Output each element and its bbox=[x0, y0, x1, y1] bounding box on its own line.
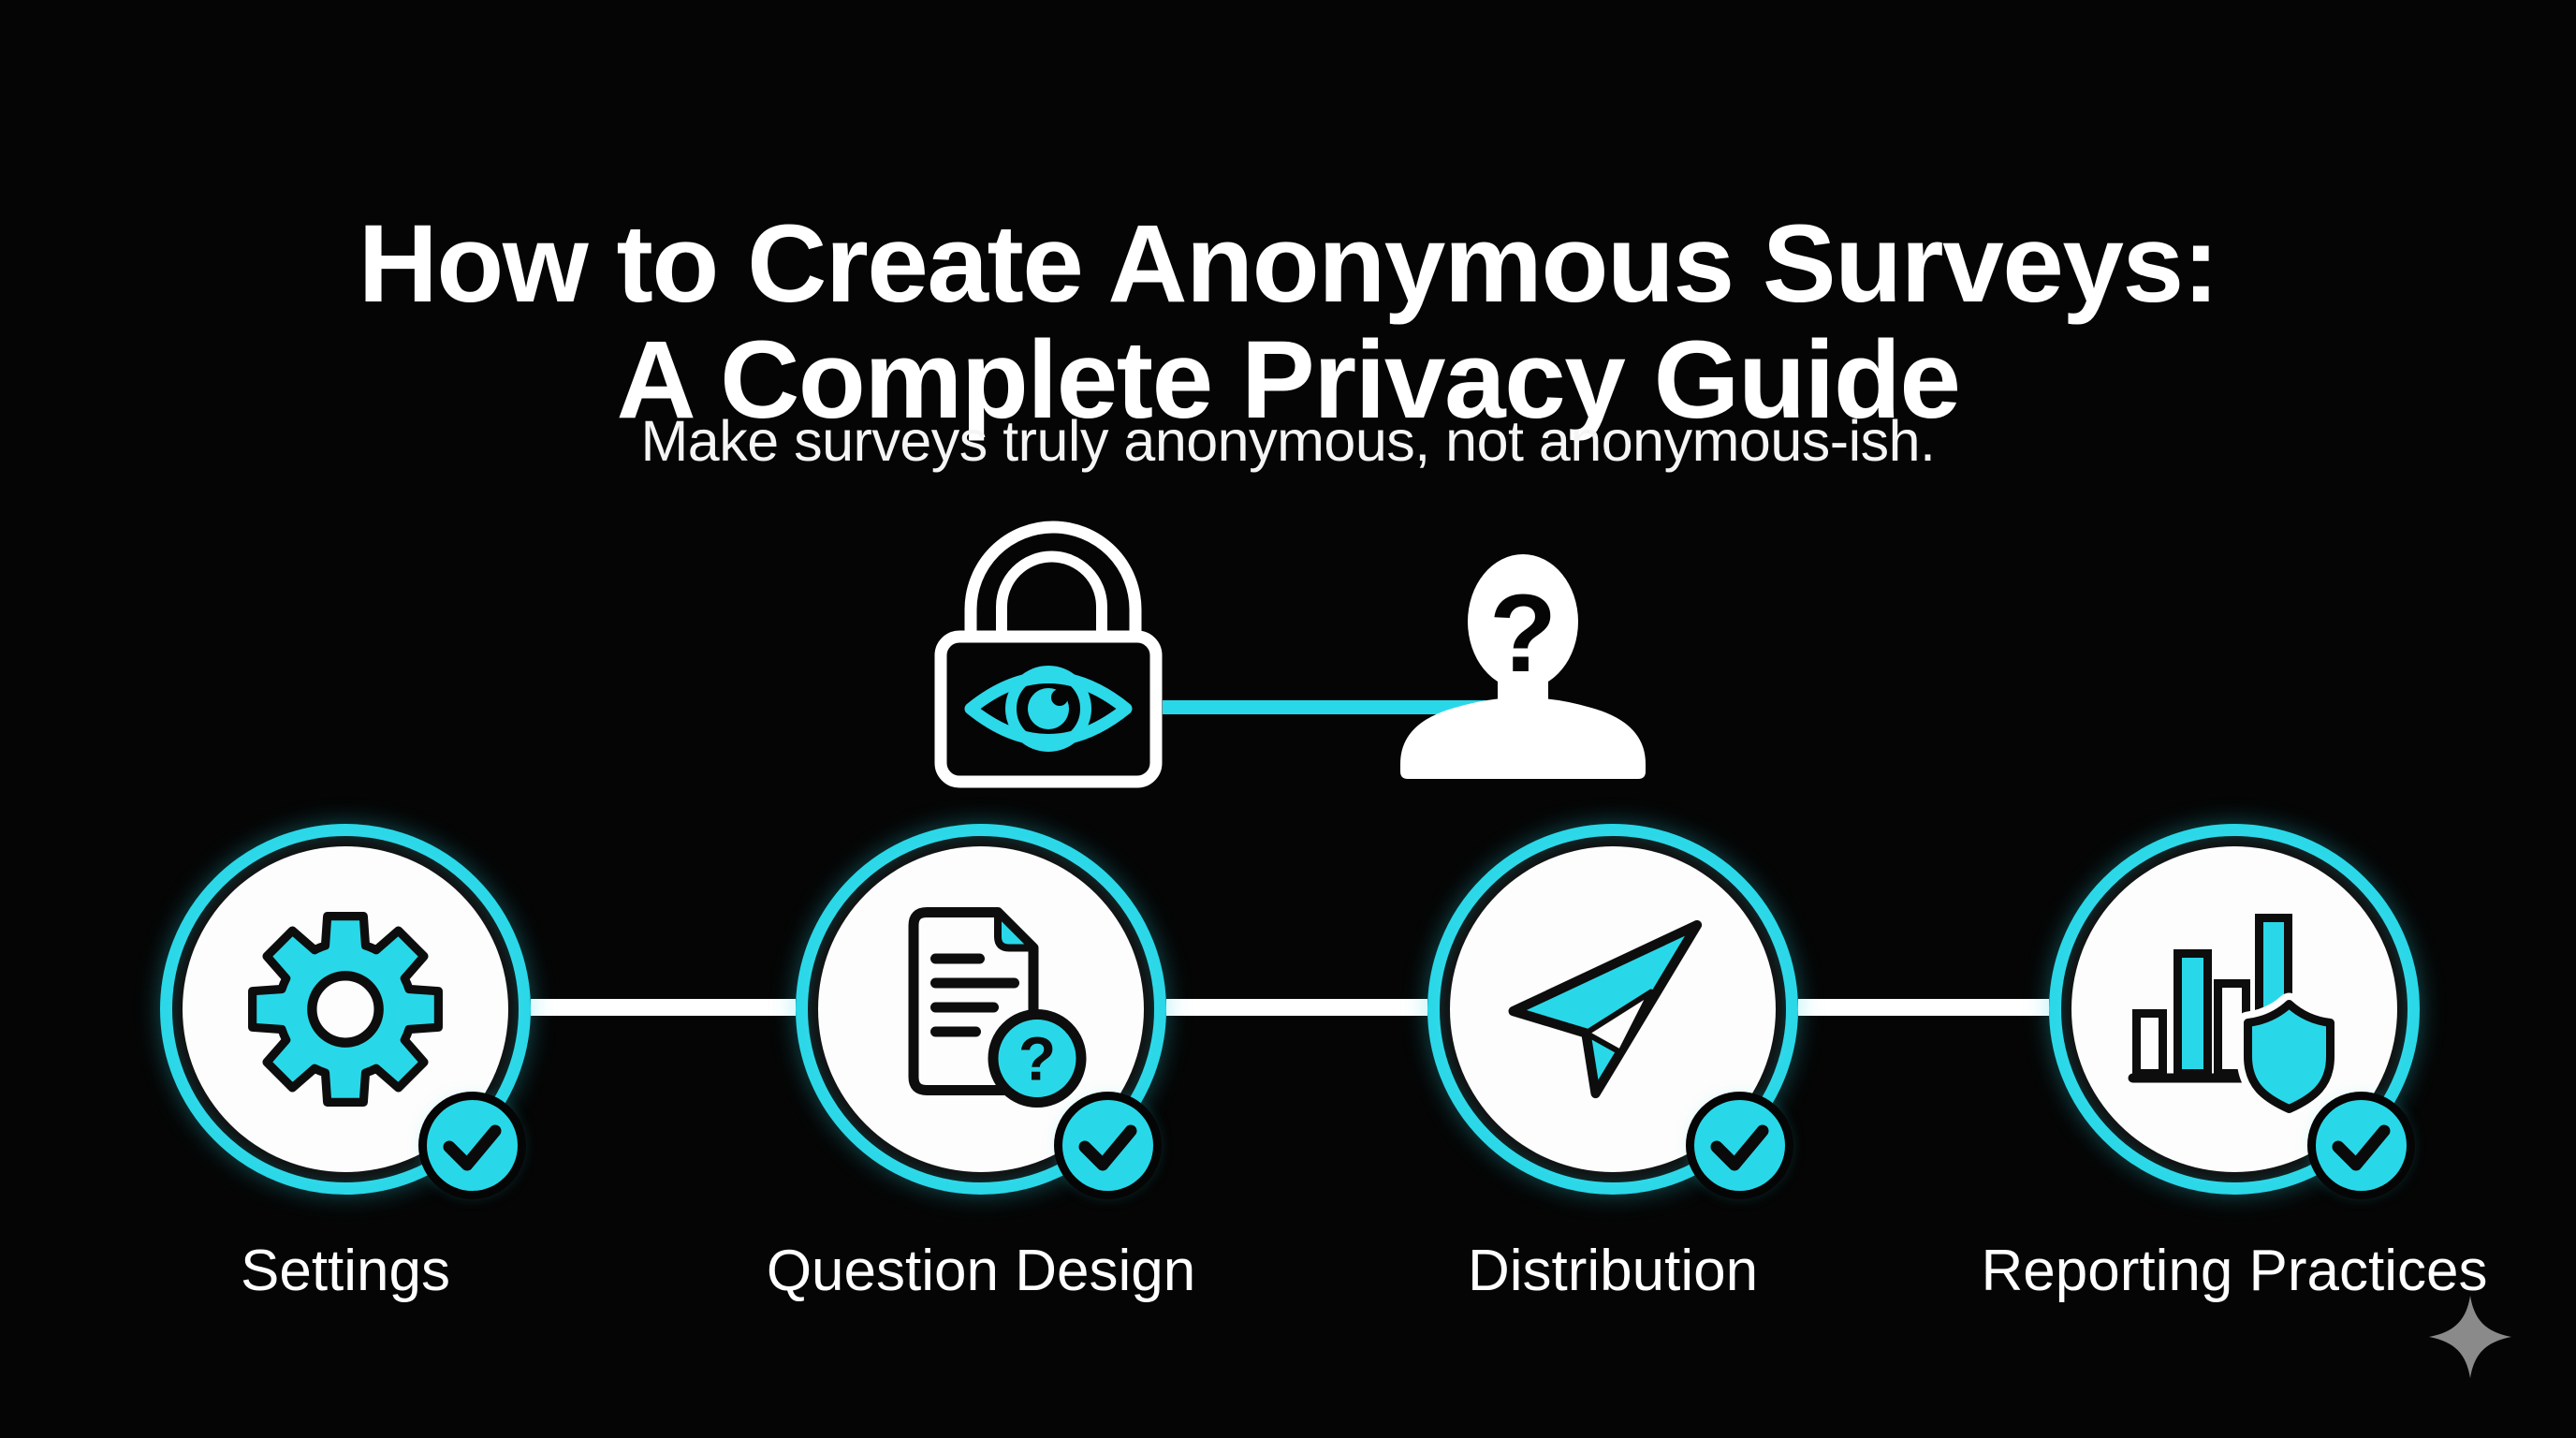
step-label-settings: Settings bbox=[240, 1239, 451, 1303]
subtitle: Make surveys truly anonymous, not anonym… bbox=[640, 409, 1936, 473]
page-title: How to Create Anonymous Surveys:A Comple… bbox=[0, 206, 2576, 442]
svg-text:?: ? bbox=[1018, 1024, 1056, 1093]
connector-line-3 bbox=[1798, 999, 2049, 1016]
step-distribution bbox=[1427, 824, 1798, 1195]
step-label-distribution: Distribution bbox=[1467, 1239, 1759, 1303]
shield-icon bbox=[2236, 992, 2342, 1120]
check-icon bbox=[1710, 1124, 1769, 1171]
check-badge bbox=[1062, 1100, 1153, 1191]
cyan-link-line bbox=[1163, 700, 1486, 714]
gear-icon bbox=[248, 912, 443, 1107]
check-icon bbox=[1078, 1124, 1137, 1171]
eye-icon bbox=[964, 666, 1133, 752]
padlock-with-eye-icon bbox=[934, 521, 1163, 788]
bar-chart-shield-icon bbox=[2128, 914, 2342, 1120]
step-settings bbox=[160, 824, 531, 1195]
page-title-line1: How to Create Anonymous Surveys: bbox=[358, 202, 2219, 327]
paper-plane-icon bbox=[1508, 919, 1703, 1099]
connector-line-2 bbox=[1166, 999, 1427, 1016]
anonymous-person-question-icon: ? bbox=[1400, 554, 1646, 779]
step-question-design: ? bbox=[796, 824, 1166, 1195]
step-label-reporting-practices: Reporting Practices bbox=[1981, 1239, 2488, 1303]
check-icon bbox=[2332, 1124, 2391, 1171]
hero-illustration: ? bbox=[934, 521, 1646, 788]
page-title-line2: A Complete Privacy Guide bbox=[616, 317, 1961, 442]
step-label-question-design: Question Design bbox=[766, 1239, 1196, 1303]
check-icon bbox=[443, 1124, 502, 1171]
check-badge bbox=[2316, 1100, 2407, 1191]
document-question-icon: ? bbox=[908, 907, 1087, 1108]
check-badge bbox=[427, 1100, 518, 1191]
person-question-mark: ? bbox=[1489, 572, 1557, 696]
check-badge bbox=[1694, 1100, 1785, 1191]
step-reporting-practices bbox=[2049, 824, 2420, 1195]
connector-line-1 bbox=[531, 999, 796, 1016]
four-point-sparkle-icon bbox=[2428, 1295, 2512, 1379]
